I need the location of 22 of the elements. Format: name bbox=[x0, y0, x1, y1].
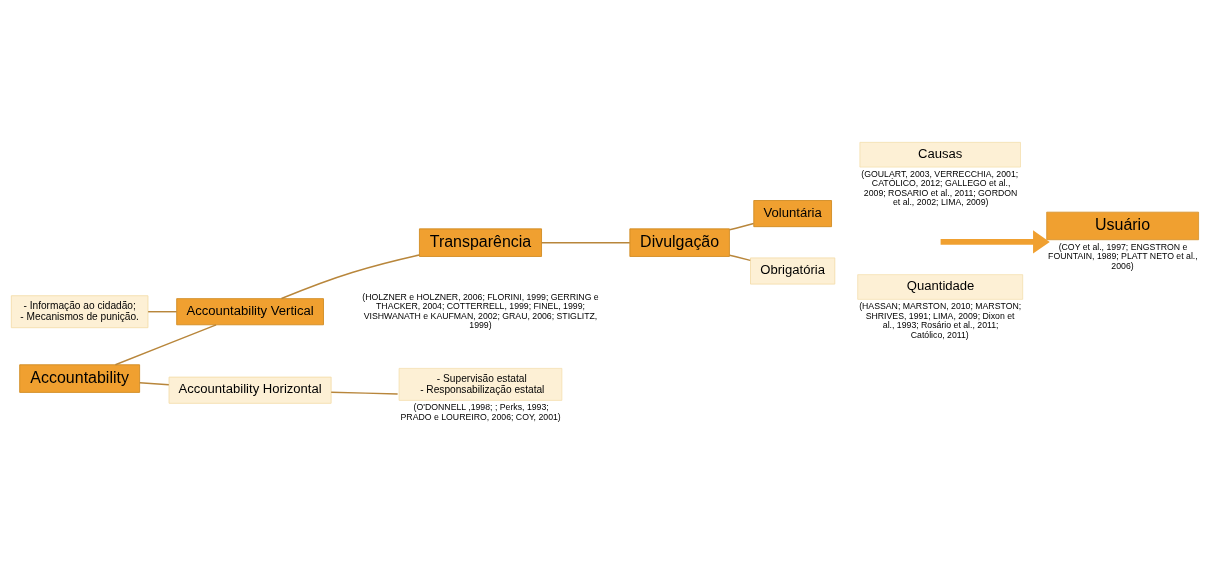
arrow bbox=[940, 229, 1050, 254]
node-label: (GOULART, 2003, VERRECCHIA, 2001; CATÓLICO, 2012; GALLEGO et al., 2009; ROSARIO et al., 2011; GORDON et al., 2002; LIMA, 2009) bbox=[861, 168, 1019, 207]
connector bbox=[540, 241, 631, 243]
node-box: - Informação ao cidadão; - Mecanismos de punição. bbox=[10, 294, 149, 328]
node-label: (HASSAN; MARSTON, 2010; MARSTON; SHRIVES, 1991; LIMA, 2009; Dixon et al., 1993; Rosário et al., 2011; Católico, 2011) bbox=[859, 300, 1022, 340]
node-box: Voluntária bbox=[753, 199, 832, 227]
connector bbox=[114, 323, 217, 365]
connector bbox=[728, 222, 755, 231]
label: (HOLZNER e HOLZNER, 2006; FLORINI, 1999; GERRING e THACKER, 2004; COTTERRELL, 1999; FINEL, 1999; VISHWANATH e KAUFMAN, 2002; GRAU, 2006; STIGLITZ, 1999) bbox=[362, 291, 599, 330]
connector bbox=[728, 253, 751, 261]
connector bbox=[147, 310, 178, 312]
node-box: Accountability Horizontal bbox=[168, 376, 332, 404]
node-label: (O'DONNELL ,1998; ; Perks, 1993; PRADO e LOUREIRO, 2006; COY, 2001) bbox=[400, 401, 561, 422]
node-box: Divulgação bbox=[629, 227, 730, 257]
node-box: Accountability bbox=[19, 363, 141, 393]
connector bbox=[280, 253, 420, 299]
node-box: Obrigatória bbox=[750, 257, 836, 285]
node-box: Transparência bbox=[419, 227, 542, 257]
node-label: (COY et al., 1997; ENGSTRON e FOUNTAIN, 1989; PLATT NETO et al., 2006) bbox=[1048, 241, 1198, 271]
node-box: Accountability Vertical bbox=[176, 297, 324, 325]
connector bbox=[139, 381, 170, 385]
connector bbox=[330, 391, 399, 395]
